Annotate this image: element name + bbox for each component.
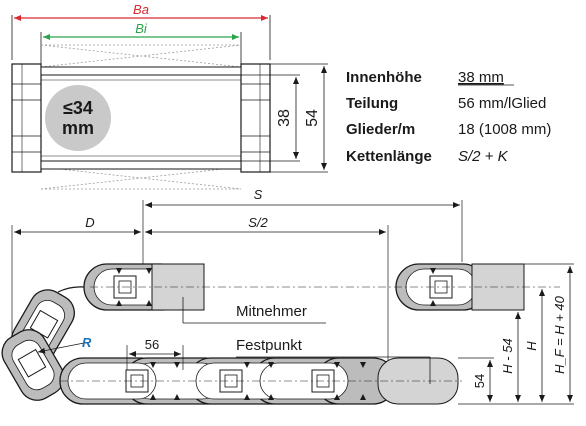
max-diameter-badge xyxy=(45,85,111,151)
s-half-label: S/2 xyxy=(248,215,268,230)
spec-key-chain-length: Kettenlänge xyxy=(346,148,432,165)
bi-label: Bi xyxy=(135,21,148,36)
festpunkt-label: Festpunkt xyxy=(236,337,303,354)
badge-line1: ≤34 xyxy=(63,98,93,118)
d-label: D xyxy=(85,215,94,230)
spec-value-links-per-meter: 18 (1008 mm) xyxy=(458,121,551,138)
bottom-crossbar xyxy=(40,160,242,170)
bend-links xyxy=(1,286,85,401)
spec-key-pitch: Teilung xyxy=(346,95,398,112)
ba-label: Ba xyxy=(133,2,149,17)
left-side-plate xyxy=(11,63,42,173)
side-view: S D S/2 xyxy=(1,187,574,405)
right-side-plate xyxy=(240,63,271,173)
s-label: S xyxy=(254,187,263,202)
spec-value-pitch: 56 mm/lGlied xyxy=(458,95,546,112)
r-label: R xyxy=(82,335,92,350)
outer-height-label: 54 xyxy=(304,109,321,127)
h-label: H xyxy=(524,341,539,351)
mitnehmer-label: Mitnehmer xyxy=(236,303,307,320)
badge-line2: mm xyxy=(62,118,94,138)
radius-pointer xyxy=(37,342,85,354)
inner-height-label: 38 xyxy=(276,109,293,127)
height-54-label: 54 xyxy=(472,374,487,388)
spec-key-inner-height: Innenhöhe xyxy=(346,69,422,86)
spec-value-chain-length: S/2 + K xyxy=(458,148,509,165)
spec-table: Innenhöhe 38 mm Teilung 56 mm/lGlied Gli… xyxy=(346,69,551,165)
top-crossbar xyxy=(40,66,242,76)
upper-chain-link-right xyxy=(395,263,487,311)
cross-section-view: Ba Bi xyxy=(11,2,328,190)
spec-value-inner-height: 38 mm xyxy=(458,69,504,86)
hf-label: H_F = H + 40 xyxy=(552,295,567,374)
spec-key-links-per-meter: Glieder/m xyxy=(346,121,415,138)
h-minus-label: H - 54 xyxy=(500,338,515,373)
pitch-label: 56 xyxy=(145,337,159,352)
